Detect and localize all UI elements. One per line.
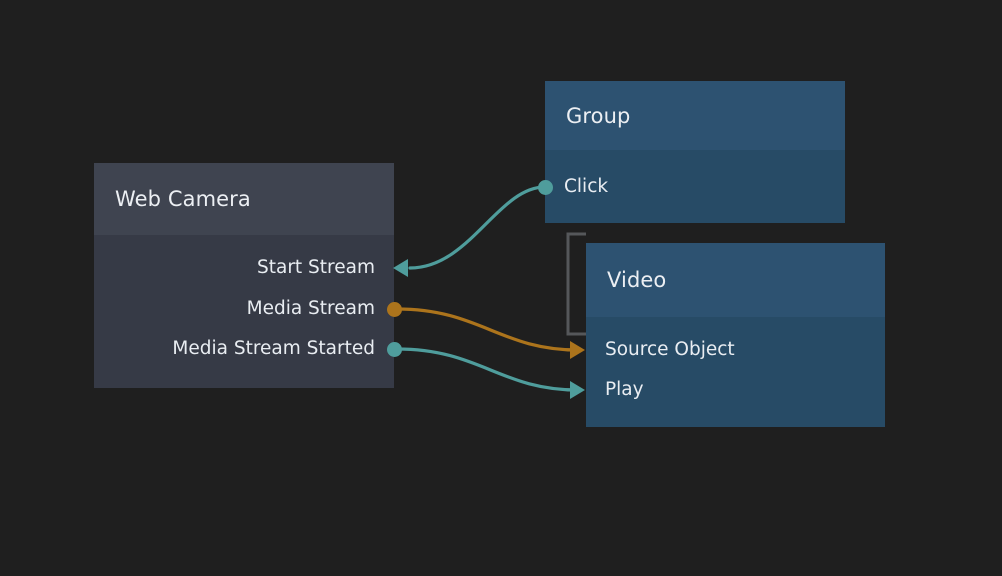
node-title-group: Group — [566, 103, 631, 128]
port-label-start-stream: Start Stream — [256, 257, 375, 278]
port-label-source-object: Source Object — [605, 339, 735, 360]
edge-click-to-start-stream[interactable] — [408, 185, 547, 270]
node-header-video[interactable]: Video — [586, 243, 885, 317]
port-arrow-play[interactable] — [570, 381, 585, 399]
port-dot-click[interactable] — [537, 179, 553, 195]
node-header-web-camera[interactable]: Web Camera — [94, 163, 394, 235]
port-arrow-source-object[interactable] — [570, 341, 585, 359]
edge-media-stream-to-source-object[interactable] — [395, 307, 580, 352]
port-label-play: Play — [605, 379, 644, 400]
port-label-click: Click — [564, 176, 609, 197]
port-label-media-stream: Media Stream — [246, 298, 375, 319]
node-body-web-camera — [94, 235, 394, 388]
port-label-media-stream-started: Media Stream Started — [172, 338, 375, 359]
port-row-play[interactable]: Play — [605, 379, 644, 401]
port-row-media-stream-started[interactable]: Media Stream Started — [172, 338, 375, 360]
node-title-video: Video — [607, 268, 667, 292]
port-row-click[interactable]: Click — [564, 176, 608, 198]
edge-media-stream-started-to-play[interactable] — [395, 347, 580, 392]
port-row-media-stream[interactable]: Media Stream — [247, 298, 375, 320]
port-row-source-object[interactable]: Source Object — [605, 339, 735, 361]
node-header-group[interactable]: Group — [545, 81, 845, 150]
node-body-video — [586, 317, 885, 427]
node-body-group — [545, 150, 845, 223]
port-dot-media-stream[interactable] — [386, 301, 402, 317]
port-dot-media-stream-started[interactable] — [386, 341, 402, 357]
node-title-web-camera: Web Camera — [115, 187, 251, 211]
port-arrow-start-stream[interactable] — [393, 259, 408, 277]
port-row-start-stream[interactable]: Start Stream — [257, 257, 375, 279]
